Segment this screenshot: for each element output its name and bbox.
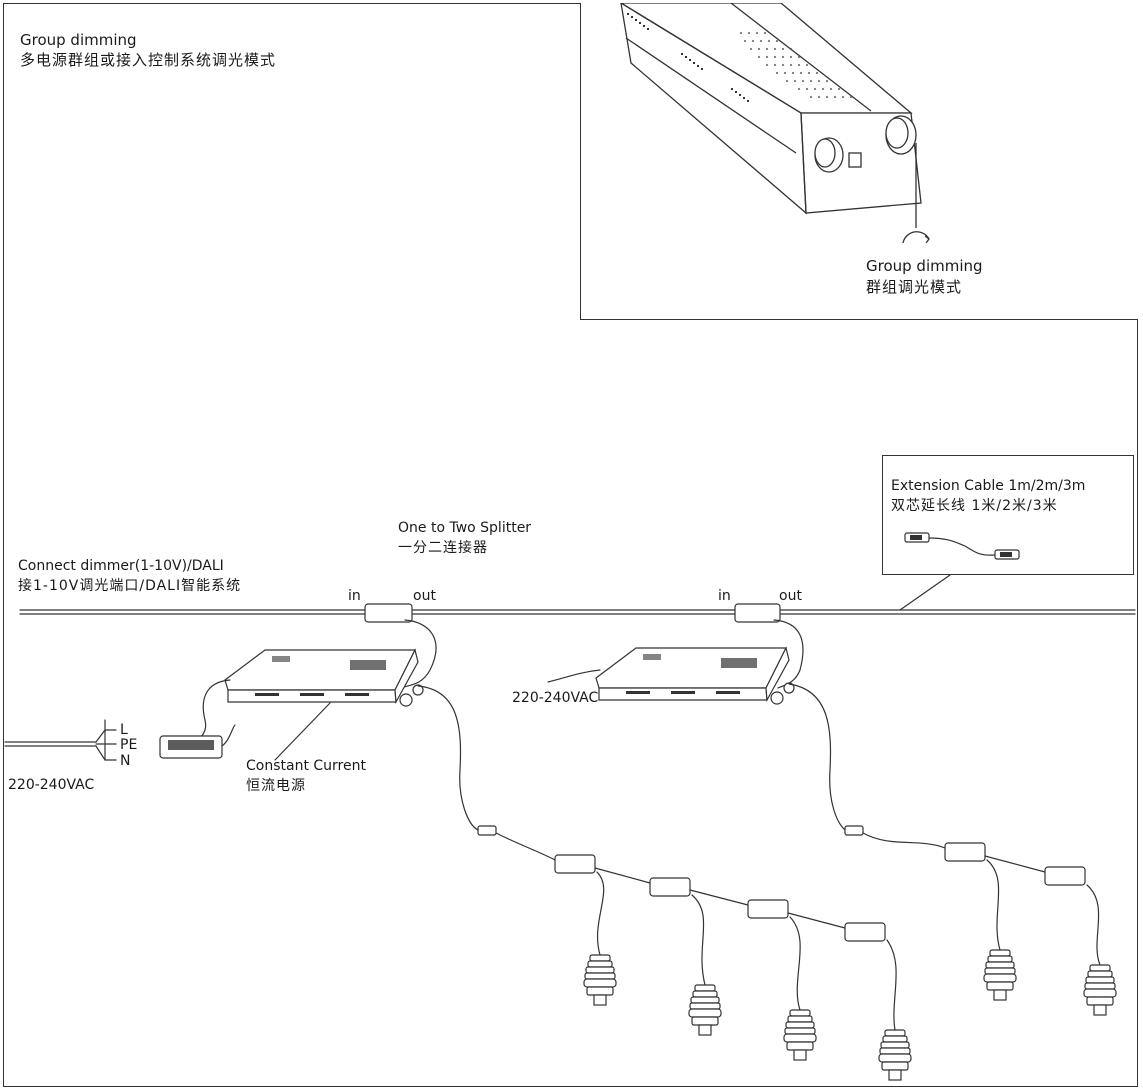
- extension-label-cn: 双芯延长线 1米/2米/3米: [891, 498, 1058, 514]
- splitter-label-cn: 一分二连接器: [398, 540, 488, 556]
- driver2-voltage-label: 220-240VAC: [512, 690, 599, 706]
- extension-label-en: Extension Cable 1m/2m/3m: [891, 478, 1086, 494]
- title-cn: 多电源群组或接入控制系统调光模式: [20, 51, 277, 69]
- title-en: Group dimming: [20, 31, 137, 49]
- splitter2-out-label: out: [779, 588, 802, 604]
- driver-label-cn: 恒流电源: [246, 778, 306, 794]
- extension-cable-drawing: [904, 532, 1020, 560]
- driver1-voltage-label: 220-240VAC: [8, 777, 95, 793]
- splitter1-in-label: in: [348, 588, 361, 604]
- inset-label-en: Group dimming: [866, 257, 983, 275]
- extension-cable-callout: Extension Cable 1m/2m/3m 双芯延长线 1米/2米/3米: [882, 455, 1134, 575]
- wire-pe-label: PE: [120, 737, 138, 753]
- splitter-label-en: One to Two Splitter: [398, 520, 532, 536]
- wire-n-label: N: [120, 753, 131, 769]
- driver-label-en: Constant Current: [246, 758, 366, 774]
- splitter2-in-label: in: [718, 588, 731, 604]
- driver-closeup-drawing: [619, 3, 930, 244]
- diagram-frame: [3, 3, 1138, 1087]
- driver-detail-inset: Group dimming 群组调光模式: [580, 3, 1138, 320]
- inset-label-cn: 群组调光模式: [866, 278, 963, 296]
- splitter1-out-label: out: [413, 588, 436, 604]
- wire-l-label: L: [120, 722, 128, 738]
- control-label-en: Connect dimmer(1-10V)/DALI: [18, 558, 224, 574]
- control-label-cn: 接1-10V调光端口/DALI智能系统: [18, 578, 242, 594]
